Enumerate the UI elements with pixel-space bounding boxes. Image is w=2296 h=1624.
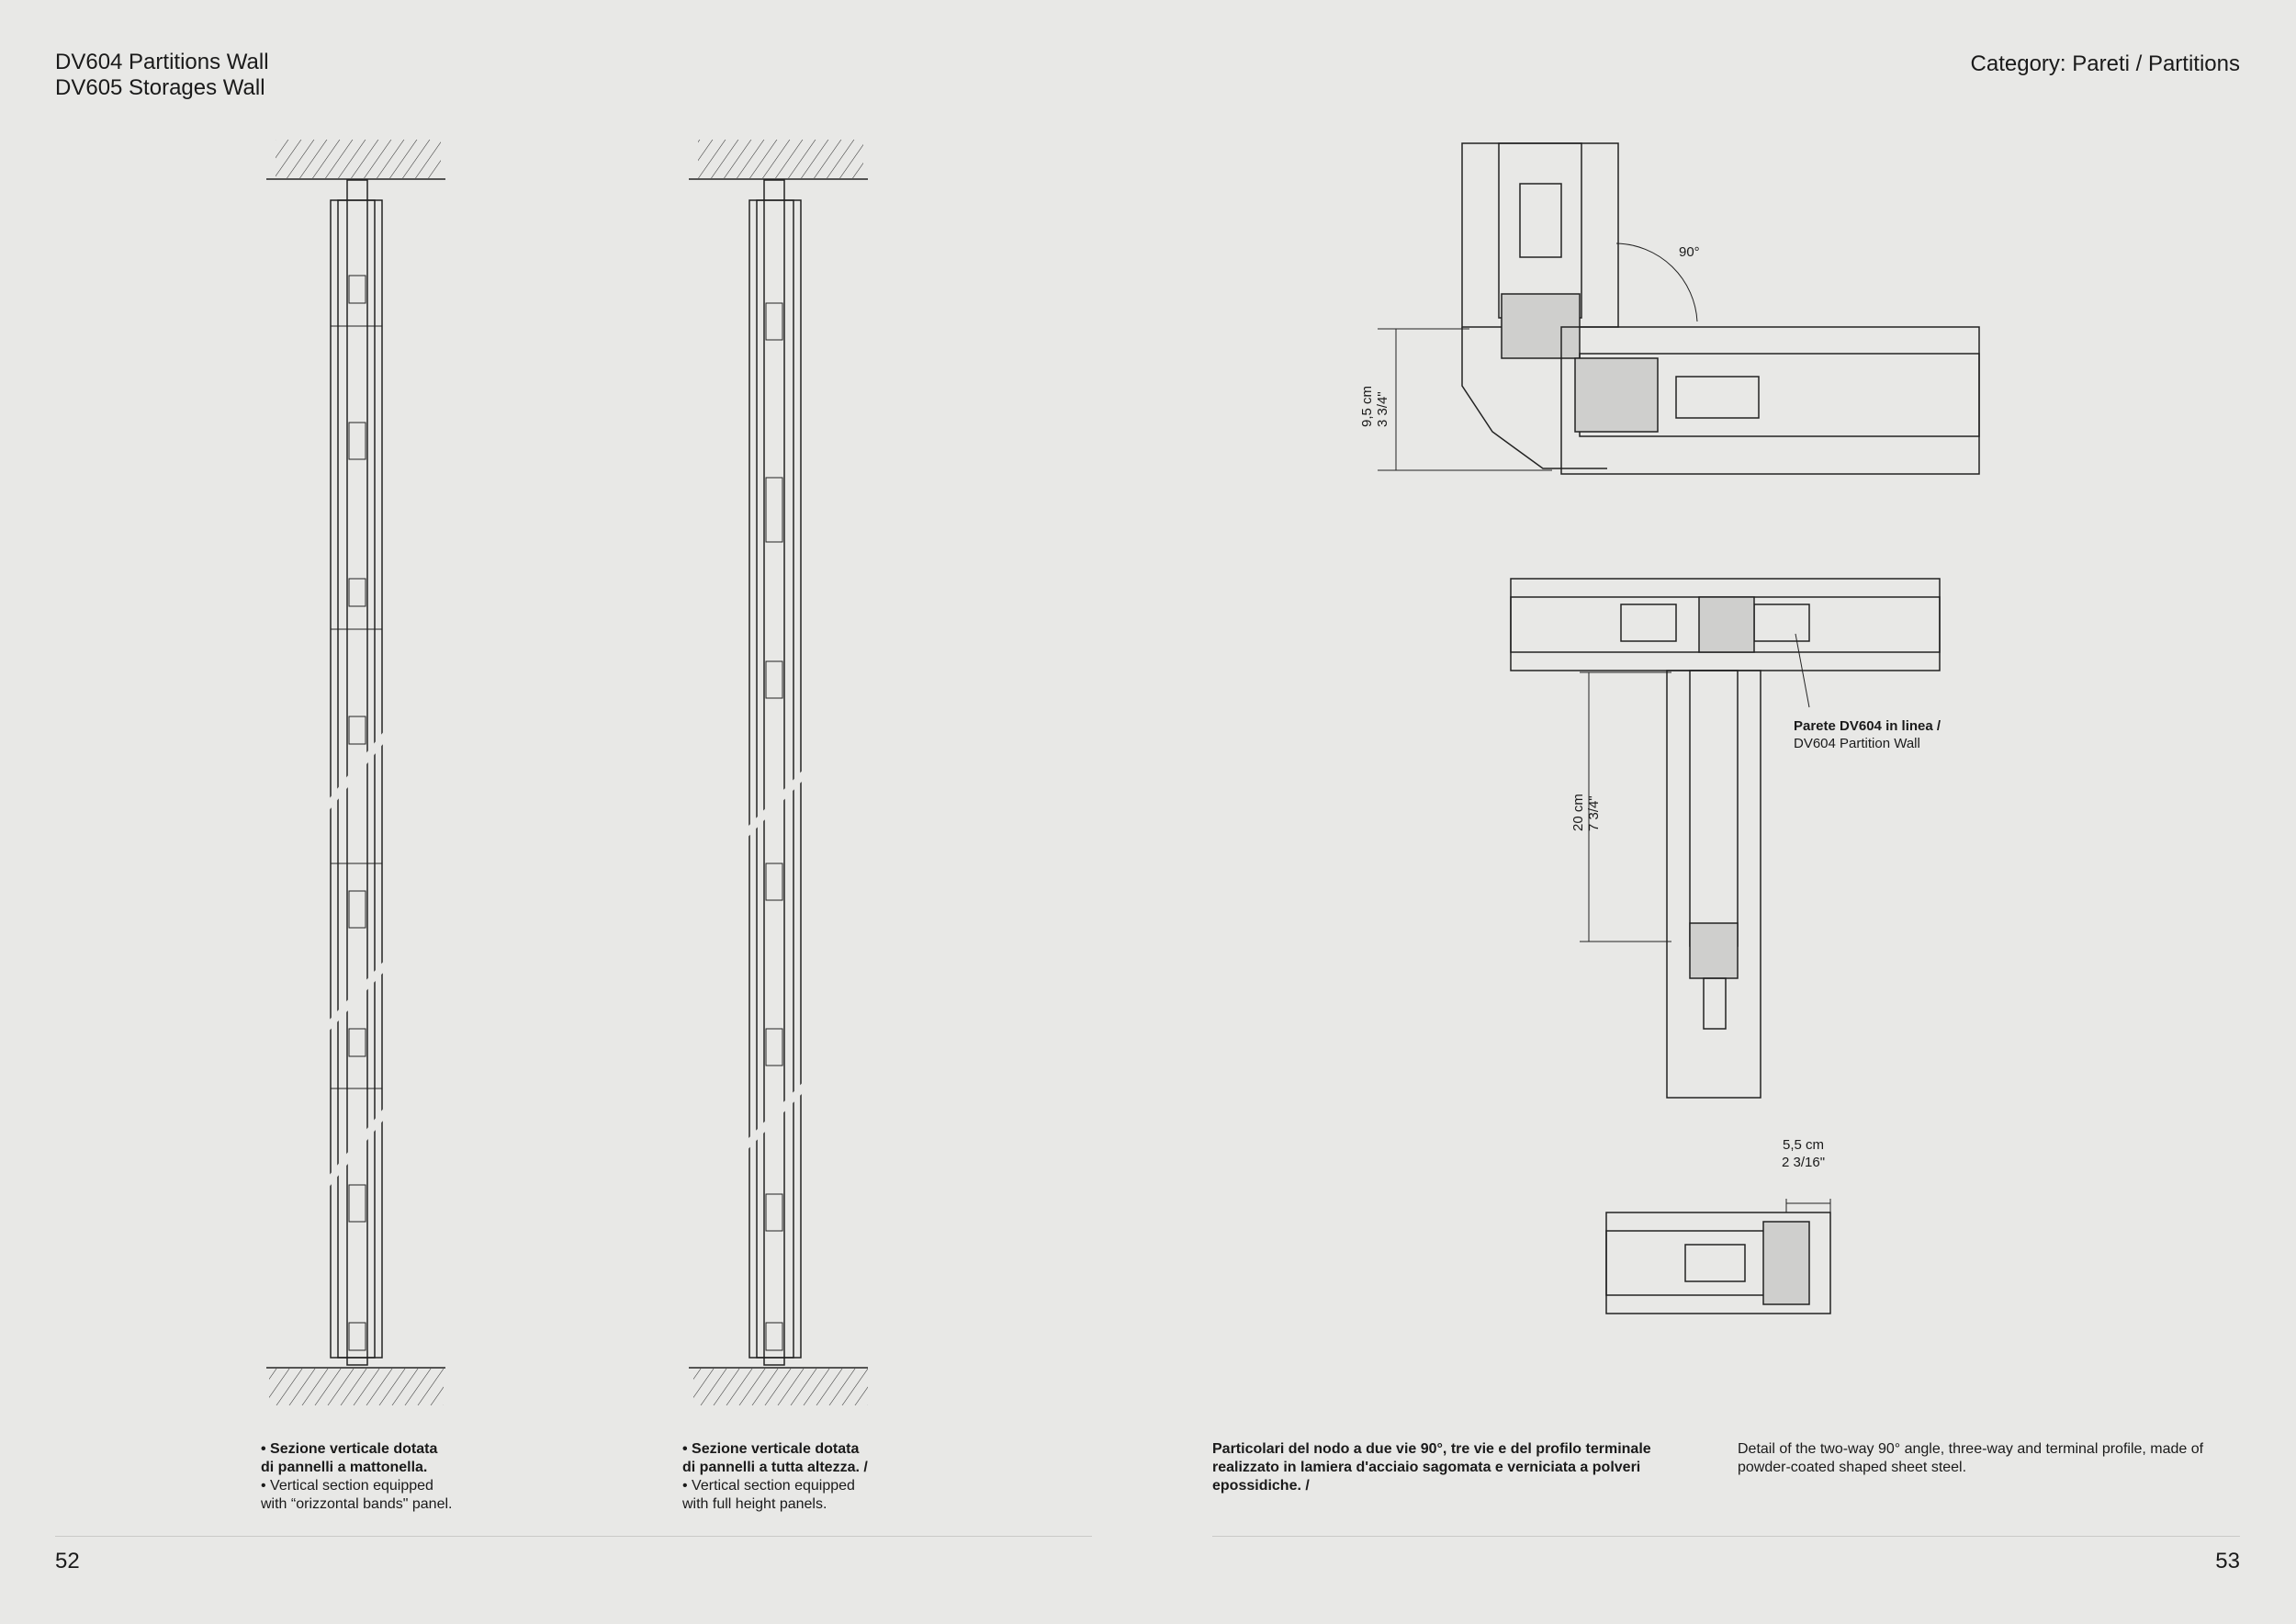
caption-section-2: • Sezione verticale dotata di pannelli a… bbox=[682, 1440, 868, 1514]
end-dim-cm: 5,5 cm bbox=[1783, 1137, 1825, 1153]
title-line-2: DV605 Storages Wall bbox=[55, 75, 265, 100]
end-dimension: 5,5 cm 2 3/16" bbox=[1782, 1136, 1825, 1171]
caption-2-en-2: with full height panels. bbox=[682, 1496, 827, 1512]
category-label: Category: Pareti / Partitions bbox=[1970, 51, 2240, 76]
caption-2-it-2: di pannelli a tutta altezza. / bbox=[682, 1460, 868, 1475]
divider-left bbox=[55, 1536, 1092, 1537]
three-way-tee-detail bbox=[1510, 578, 1941, 1099]
caption-1-it-1: • Sezione verticale dotata bbox=[261, 1441, 438, 1457]
corner-dim-in: 3 3/4" bbox=[1375, 391, 1390, 427]
tee-label: Parete DV604 in linea / DV604 Partition … bbox=[1794, 717, 1941, 752]
corner-dim-cm: 9,5 cm bbox=[1359, 385, 1375, 427]
caption-2-it-1: • Sezione verticale dotata bbox=[682, 1441, 860, 1457]
divider-right bbox=[1212, 1536, 2240, 1537]
title-line-1: DV604 Partitions Wall bbox=[55, 50, 269, 74]
page-number-right: 53 bbox=[2215, 1549, 2240, 1573]
tee-label-en: DV604 Partition Wall bbox=[1794, 736, 1920, 751]
vertical-section-full-height-panels bbox=[689, 140, 868, 1405]
caption-1-en-1: • Vertical section equipped bbox=[261, 1478, 433, 1494]
tee-dim-cm: 20 cm bbox=[1570, 794, 1586, 831]
vertical-section-tile-panels bbox=[266, 140, 445, 1405]
terminal-profile-detail bbox=[1605, 1199, 1831, 1314]
two-way-corner-detail bbox=[1378, 142, 1980, 475]
end-dim-in: 2 3/16" bbox=[1782, 1155, 1826, 1170]
caption-section-1: • Sezione verticale dotata di pannelli a… bbox=[261, 1440, 452, 1514]
caption-1-it-2: di pannelli a mattonella. bbox=[261, 1460, 428, 1475]
tee-label-it: Parete DV604 in linea / bbox=[1794, 718, 1941, 734]
caption-details-en: Detail of the two-way 90° angle, three-w… bbox=[1738, 1441, 2204, 1475]
angle-label: 90° bbox=[1679, 244, 1700, 260]
caption-2-en-1: • Vertical section equipped bbox=[682, 1478, 855, 1494]
corner-dimension: 9,5 cm 3 3/4" bbox=[1359, 386, 1390, 427]
caption-details-it: Particolari del nodo a due vie 90°, tre … bbox=[1212, 1441, 1651, 1494]
tee-dim-in: 7 3/4" bbox=[1586, 795, 1602, 831]
tee-dimension: 20 cm 7 3/4" bbox=[1570, 794, 1602, 831]
page-number-left: 52 bbox=[55, 1549, 80, 1573]
page-title: DV604 Partitions Wall DV605 Storages Wal… bbox=[55, 50, 269, 101]
caption-1-en-2: with “orizzontal bands" panel. bbox=[261, 1496, 453, 1512]
